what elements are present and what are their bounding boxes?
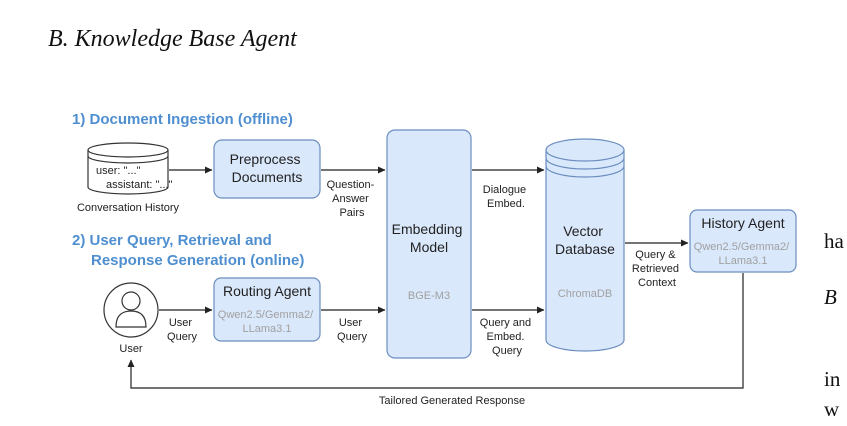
- embedding-model-box: Embedding Model BGE-M3: [386, 129, 472, 359]
- conversation-history-label: Conversation History: [77, 202, 180, 214]
- user-query-label-2: User Query: [337, 317, 367, 343]
- column-fragment-3: in: [824, 367, 841, 391]
- query-embed-label: Query and Embed. Query: [480, 317, 534, 357]
- user-icon: [103, 282, 159, 338]
- svg-text:Preprocess Documents: Preprocess Documents: [230, 151, 305, 185]
- svg-text:BGE-M3: BGE-M3: [408, 290, 450, 302]
- svg-text:Vector Database: Vector Database: [555, 223, 615, 257]
- svg-text:History Agent: History Agent: [701, 215, 784, 231]
- svg-text:Embedding Model: Embedding Model: [392, 221, 467, 255]
- dialogue-embed-label: Dialogue Embed.: [483, 184, 529, 210]
- svg-text:user: "..." assistant: ": user: "..." assistant: "...": [96, 165, 173, 191]
- svg-text:Routing Agent: Routing Agent: [223, 283, 311, 299]
- section-heading: B. Knowledge Base Agent: [48, 26, 297, 52]
- routing-agent-box: Routing Agent Qwen2.5/Gemma2/ LLama3.1: [213, 277, 321, 342]
- column-fragment-1: ha: [824, 229, 844, 253]
- history-agent-box: History Agent Qwen2.5/Gemma2/ LLama3.1: [689, 209, 797, 273]
- phase1-title: 1) Document Ingestion (offline): [72, 111, 293, 128]
- conversation-history-store: user: "..." assistant: "...": [87, 142, 173, 195]
- svg-text:Qwen2.5/Gemma2/ LLama3.1: Qwen2.5/Gemma2/ LLama3.1: [694, 241, 792, 267]
- column-fragment-4: w: [824, 397, 840, 421]
- qa-pairs-label: Question- Answer Pairs: [327, 179, 378, 219]
- user-label: User: [119, 343, 143, 355]
- column-fragment-2: B: [824, 285, 837, 309]
- user-query-label-1: User Query: [167, 317, 197, 343]
- response-label: Tailored Generated Response: [379, 395, 525, 407]
- phase2-title: 2) User Query, Retrieval and Response Ge…: [72, 232, 304, 269]
- query-context-label: Query & Retrieved Context: [632, 249, 682, 289]
- flow-arrows: [127, 166, 744, 389]
- vector-database: Vector Database ChromaDB: [545, 138, 625, 352]
- svg-text:Qwen2.5/Gemma2/ LLama3.1: Qwen2.5/Gemma2/ LLama3.1: [218, 309, 316, 335]
- preprocess-documents-box: Preprocess Documents: [213, 139, 321, 199]
- svg-text:ChromaDB: ChromaDB: [558, 288, 612, 300]
